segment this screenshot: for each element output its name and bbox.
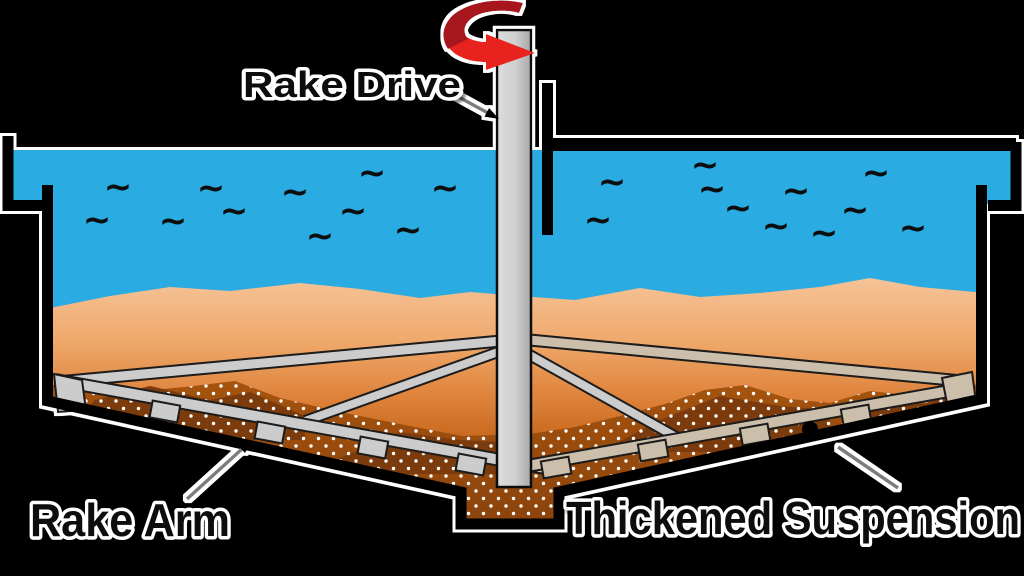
drive-shaft (495, 28, 533, 489)
water-ripple-icon: ~ (83, 200, 112, 240)
right-overflow-launder (988, 142, 1022, 211)
water-ripples: ~~~~~~~~~~~~~~~~~~~~~~ (83, 145, 928, 256)
water-ripple-icon: ~ (762, 206, 791, 246)
water-ripple-icon: ~ (899, 208, 928, 248)
sludge-dot (802, 421, 818, 437)
water-ripple-icon: ~ (810, 213, 839, 253)
feed-pipe (542, 83, 553, 235)
water-ripple-icon: ~ (584, 200, 613, 240)
left-overflow-launder (2, 136, 42, 211)
water-ripple-icon: ~ (691, 145, 720, 185)
thickened-suspension-label: Thickened Suspension (566, 492, 1020, 544)
rake-drive-label: Rake Drive (243, 64, 461, 105)
water-ripple-icon: ~ (358, 153, 387, 193)
rake-truss (52, 332, 978, 480)
water-ripple-icon: ~ (431, 168, 460, 208)
rake-drive-arrowhead (484, 107, 499, 119)
thickened-suspension-leader (837, 445, 899, 490)
tank-wall-outline (42, 185, 987, 530)
rake-arm-leader (185, 447, 244, 501)
diagram-labels: Rake Drive Rake Arm Thickened Suspension (27, 61, 1024, 550)
rotation-arrow-front (449, 33, 535, 70)
water-ripple-icon: ~ (159, 201, 188, 241)
rotation-arrow-icon (443, 0, 535, 70)
rake-arm-arrowhead (238, 440, 252, 454)
water-ripple-icon: ~ (339, 191, 368, 231)
water-ripple-icon: ~ (220, 191, 249, 231)
water-ripple-icon: ~ (724, 188, 753, 228)
water-ripple-icon: ~ (841, 190, 870, 230)
leader-lines (185, 93, 899, 501)
water-ripple-icon: ~ (306, 216, 335, 256)
bridge-rim (548, 138, 1016, 151)
rake-arm-label: Rake Arm (30, 494, 230, 546)
water-ripple-icon: ~ (782, 171, 811, 211)
water-ripple-icon: ~ (598, 162, 627, 202)
water-ripple-icon: ~ (862, 153, 891, 193)
water-ripple-icon: ~ (197, 168, 226, 208)
diagram-artwork: ~~~~~~~~~~~~~~~~~~~~~~ (2, 0, 1022, 530)
rotation-arrow-band (443, 0, 523, 50)
rake-blades-left (148, 399, 488, 477)
rake-blades-right (539, 403, 873, 480)
water-ripple-icon: ~ (104, 167, 133, 207)
water-ripple-icon: ~ (698, 169, 727, 209)
water-ripple-icon: ~ (281, 172, 310, 212)
rake-drive-leader (454, 93, 489, 115)
water-ripple-icon: ~ (394, 210, 423, 250)
